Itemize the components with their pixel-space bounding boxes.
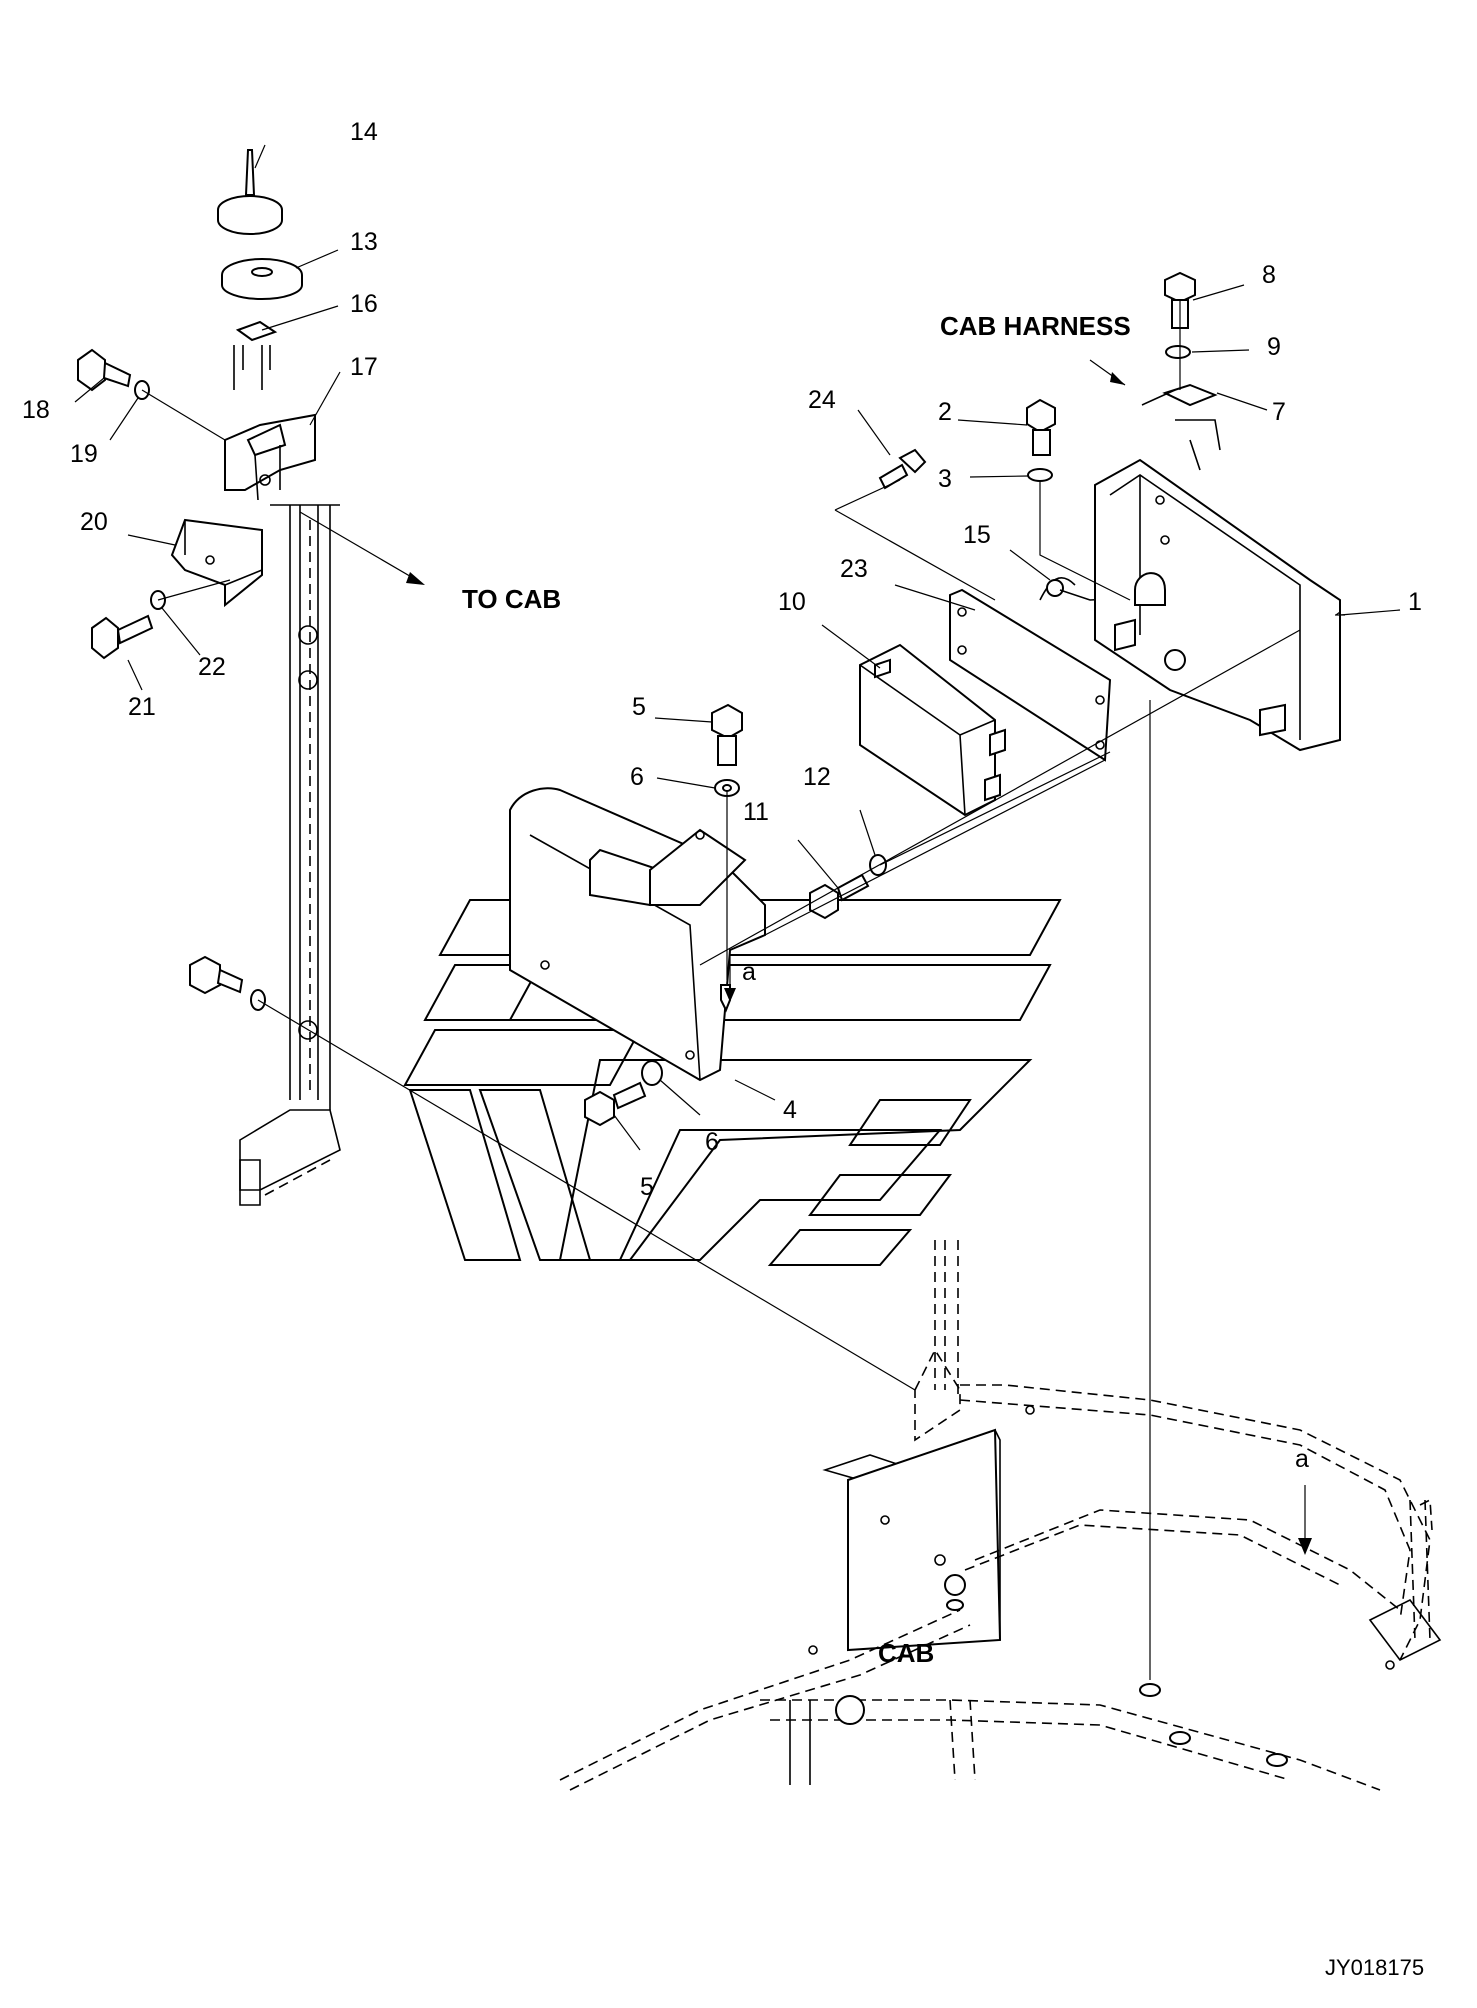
mounting-box-1 bbox=[1094, 458, 1341, 752]
watermark-logo bbox=[403, 899, 1062, 1266]
callout-5-upper: 5 bbox=[632, 693, 646, 721]
cab-frame-bracket bbox=[239, 504, 341, 1206]
upper-mount-parts bbox=[217, 149, 303, 390]
callout-16: 16 bbox=[350, 290, 378, 318]
callout-19: 19 bbox=[70, 440, 98, 468]
callout-11: 11 bbox=[743, 798, 769, 826]
callout-22: 22 bbox=[198, 653, 226, 681]
callout-9: 9 bbox=[1267, 333, 1281, 361]
cover-4 bbox=[509, 787, 766, 1082]
bolt-21 bbox=[91, 590, 166, 660]
drawing-code: JY018175 bbox=[1325, 1955, 1424, 1980]
view-a-label-upper: a bbox=[742, 958, 756, 986]
bolt-8 bbox=[1141, 271, 1221, 471]
cab-label: CAB bbox=[878, 1638, 934, 1668]
bracket-20 bbox=[170, 518, 263, 608]
callout-8: 8 bbox=[1262, 261, 1276, 289]
callout-13: 13 bbox=[350, 228, 378, 256]
callout-2: 2 bbox=[938, 398, 952, 426]
callout-7: 7 bbox=[1272, 398, 1286, 426]
bracket-17 bbox=[224, 413, 316, 501]
callout-15: 15 bbox=[963, 521, 991, 549]
callout-23: 23 bbox=[840, 555, 868, 583]
cab-frame bbox=[559, 1240, 1442, 1791]
diagram-labels: CAB HARNESS TO CAB CAB a a JY018175 bbox=[462, 311, 1424, 1980]
callout-12: 12 bbox=[803, 763, 831, 791]
leader-lines bbox=[74, 144, 1401, 1680]
callout-10: 10 bbox=[778, 588, 806, 616]
callout-6-lower: 6 bbox=[705, 1128, 719, 1156]
callout-18: 18 bbox=[22, 396, 50, 424]
bolt-24 bbox=[878, 448, 927, 490]
view-a-label-lower: a bbox=[1295, 1445, 1309, 1473]
callout-5-lower: 5 bbox=[640, 1173, 654, 1201]
callout-3: 3 bbox=[938, 465, 952, 493]
callout-21: 21 bbox=[128, 693, 156, 721]
callout-17: 17 bbox=[350, 353, 378, 381]
callout-4: 4 bbox=[783, 1096, 797, 1124]
cab-harness-label: CAB HARNESS bbox=[940, 311, 1131, 341]
callout-1: 1 bbox=[1408, 588, 1422, 616]
wire-15 bbox=[1039, 577, 1131, 601]
bolt-5-upper bbox=[711, 703, 743, 1013]
bolt-12 bbox=[809, 854, 887, 920]
bolt-2 bbox=[1026, 398, 1056, 482]
callout-24: 24 bbox=[808, 386, 836, 414]
bolt-18 bbox=[77, 348, 150, 400]
to-cab-label: TO CAB bbox=[462, 584, 561, 614]
callout-6-upper: 6 bbox=[630, 763, 644, 791]
callout-numbers: 14 13 16 17 18 19 20 21 22 8 9 7 24 2 3 … bbox=[22, 118, 1422, 1201]
callout-14: 14 bbox=[350, 118, 378, 146]
lower-left-bolt bbox=[189, 955, 266, 1011]
bolt-5-lower bbox=[584, 1060, 663, 1127]
callout-20: 20 bbox=[80, 508, 108, 536]
